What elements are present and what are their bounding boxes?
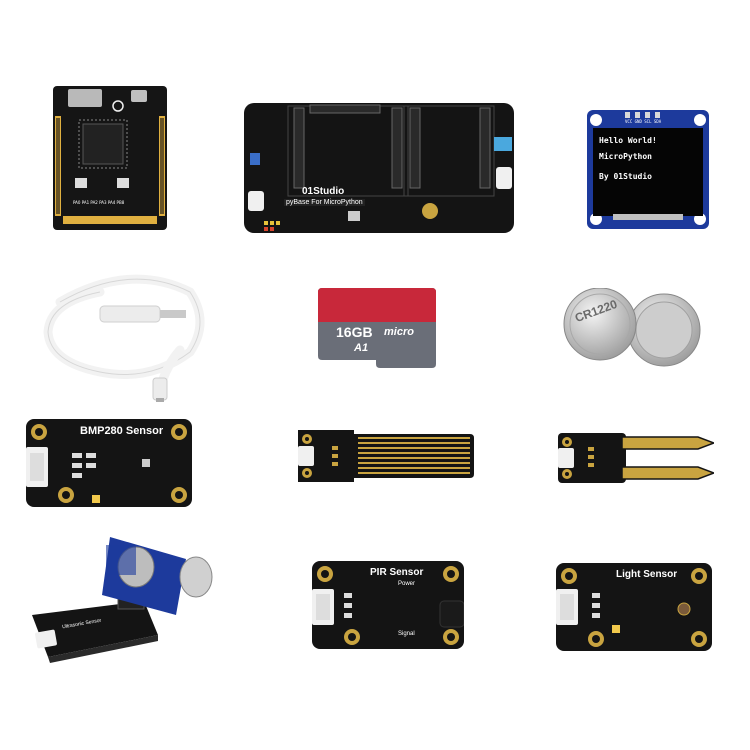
sd-capacity: 16GB (336, 324, 373, 340)
ultrasonic-sensor-assembly: Ultrasonic Sensor (26, 535, 216, 670)
pybase-board: 01Studio pyBase For MicroPython (244, 103, 514, 233)
bmp280-label: BMP280 Sensor (80, 425, 164, 437)
pybase-subtitle: pyBase For MicroPython (284, 199, 365, 206)
usb-cable (40, 262, 210, 402)
microsd-card: 16GB micro A1 (318, 288, 436, 368)
oled-line-3: By 01Studio (599, 172, 652, 181)
oled-pin-labels: VCC GND SCL SDA (625, 119, 662, 124)
light-sensor-board: Light Sensor (556, 563, 712, 651)
light-sensor-label: Light Sensor (616, 569, 678, 580)
coin-cell-batteries: CR1220 (560, 288, 710, 368)
pir-label: PIR Sensor (370, 567, 424, 578)
sd-class-mark: A1 (354, 342, 369, 354)
sd-brand: micro (384, 326, 414, 338)
pir-power-label: Power (398, 581, 416, 587)
svg-text:PA0 PA1 PA2 PA3 PA4 PB8: PA0 PA1 PA2 PA3 PA4 PB8 (73, 200, 125, 205)
oled-line-1: Hello World! (599, 136, 657, 145)
pir-signal-label: Signal (398, 631, 415, 637)
bmp280-sensor-board: BMP280 Sensor (26, 419, 192, 507)
pybase-brand: 01Studio (302, 186, 345, 197)
oled-line-2: MicroPython (599, 152, 652, 161)
soil-moisture-sensor (558, 433, 714, 483)
pir-sensor-board: PIR Sensor Power Signal (312, 561, 464, 649)
water-level-sensor (298, 430, 474, 482)
oled-module: VCC GND SCL SDA Hello World! MicroPython… (587, 110, 709, 229)
core-board: PA0 PA1 PA2 PA3 PA4 PB8 (53, 86, 167, 230)
